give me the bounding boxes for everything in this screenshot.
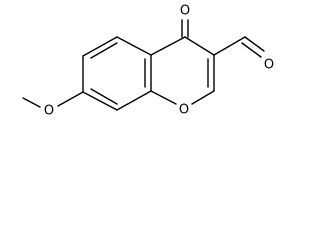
bond-o1-c8a (150, 90, 177, 105)
methoxy-oxygen-label: O (44, 104, 54, 119)
ring-oxygen-label: O (179, 103, 189, 118)
aldehyde-oxygen-label: O (264, 58, 274, 73)
bond-c3-cho (213, 36, 246, 56)
bond-c5-c6 (82, 36, 118, 57)
bond-c4-c3 (184, 36, 215, 56)
bond-c7-ome (57, 91, 84, 107)
molecule-structure: O O O O (22, 4, 274, 119)
bond-ome-ch3 (22, 97, 41, 108)
bond-c4a-c4 (150, 36, 186, 56)
bond-cho-o-1 (244, 36, 265, 52)
bond-c2-o1 (191, 90, 215, 105)
bond-c6-c6-inner (90, 42, 118, 59)
bonds (22, 19, 265, 111)
bond-c8-c8a (116, 90, 152, 111)
bond-c4a-c5 (116, 36, 152, 56)
bond-c7-c8-inner (90, 88, 118, 105)
bond-c7-c8 (82, 91, 118, 111)
bond-cho-o-2 (241, 42, 262, 58)
ketone-oxygen-label: O (180, 4, 190, 19)
atom-labels: O O O O (44, 4, 274, 119)
